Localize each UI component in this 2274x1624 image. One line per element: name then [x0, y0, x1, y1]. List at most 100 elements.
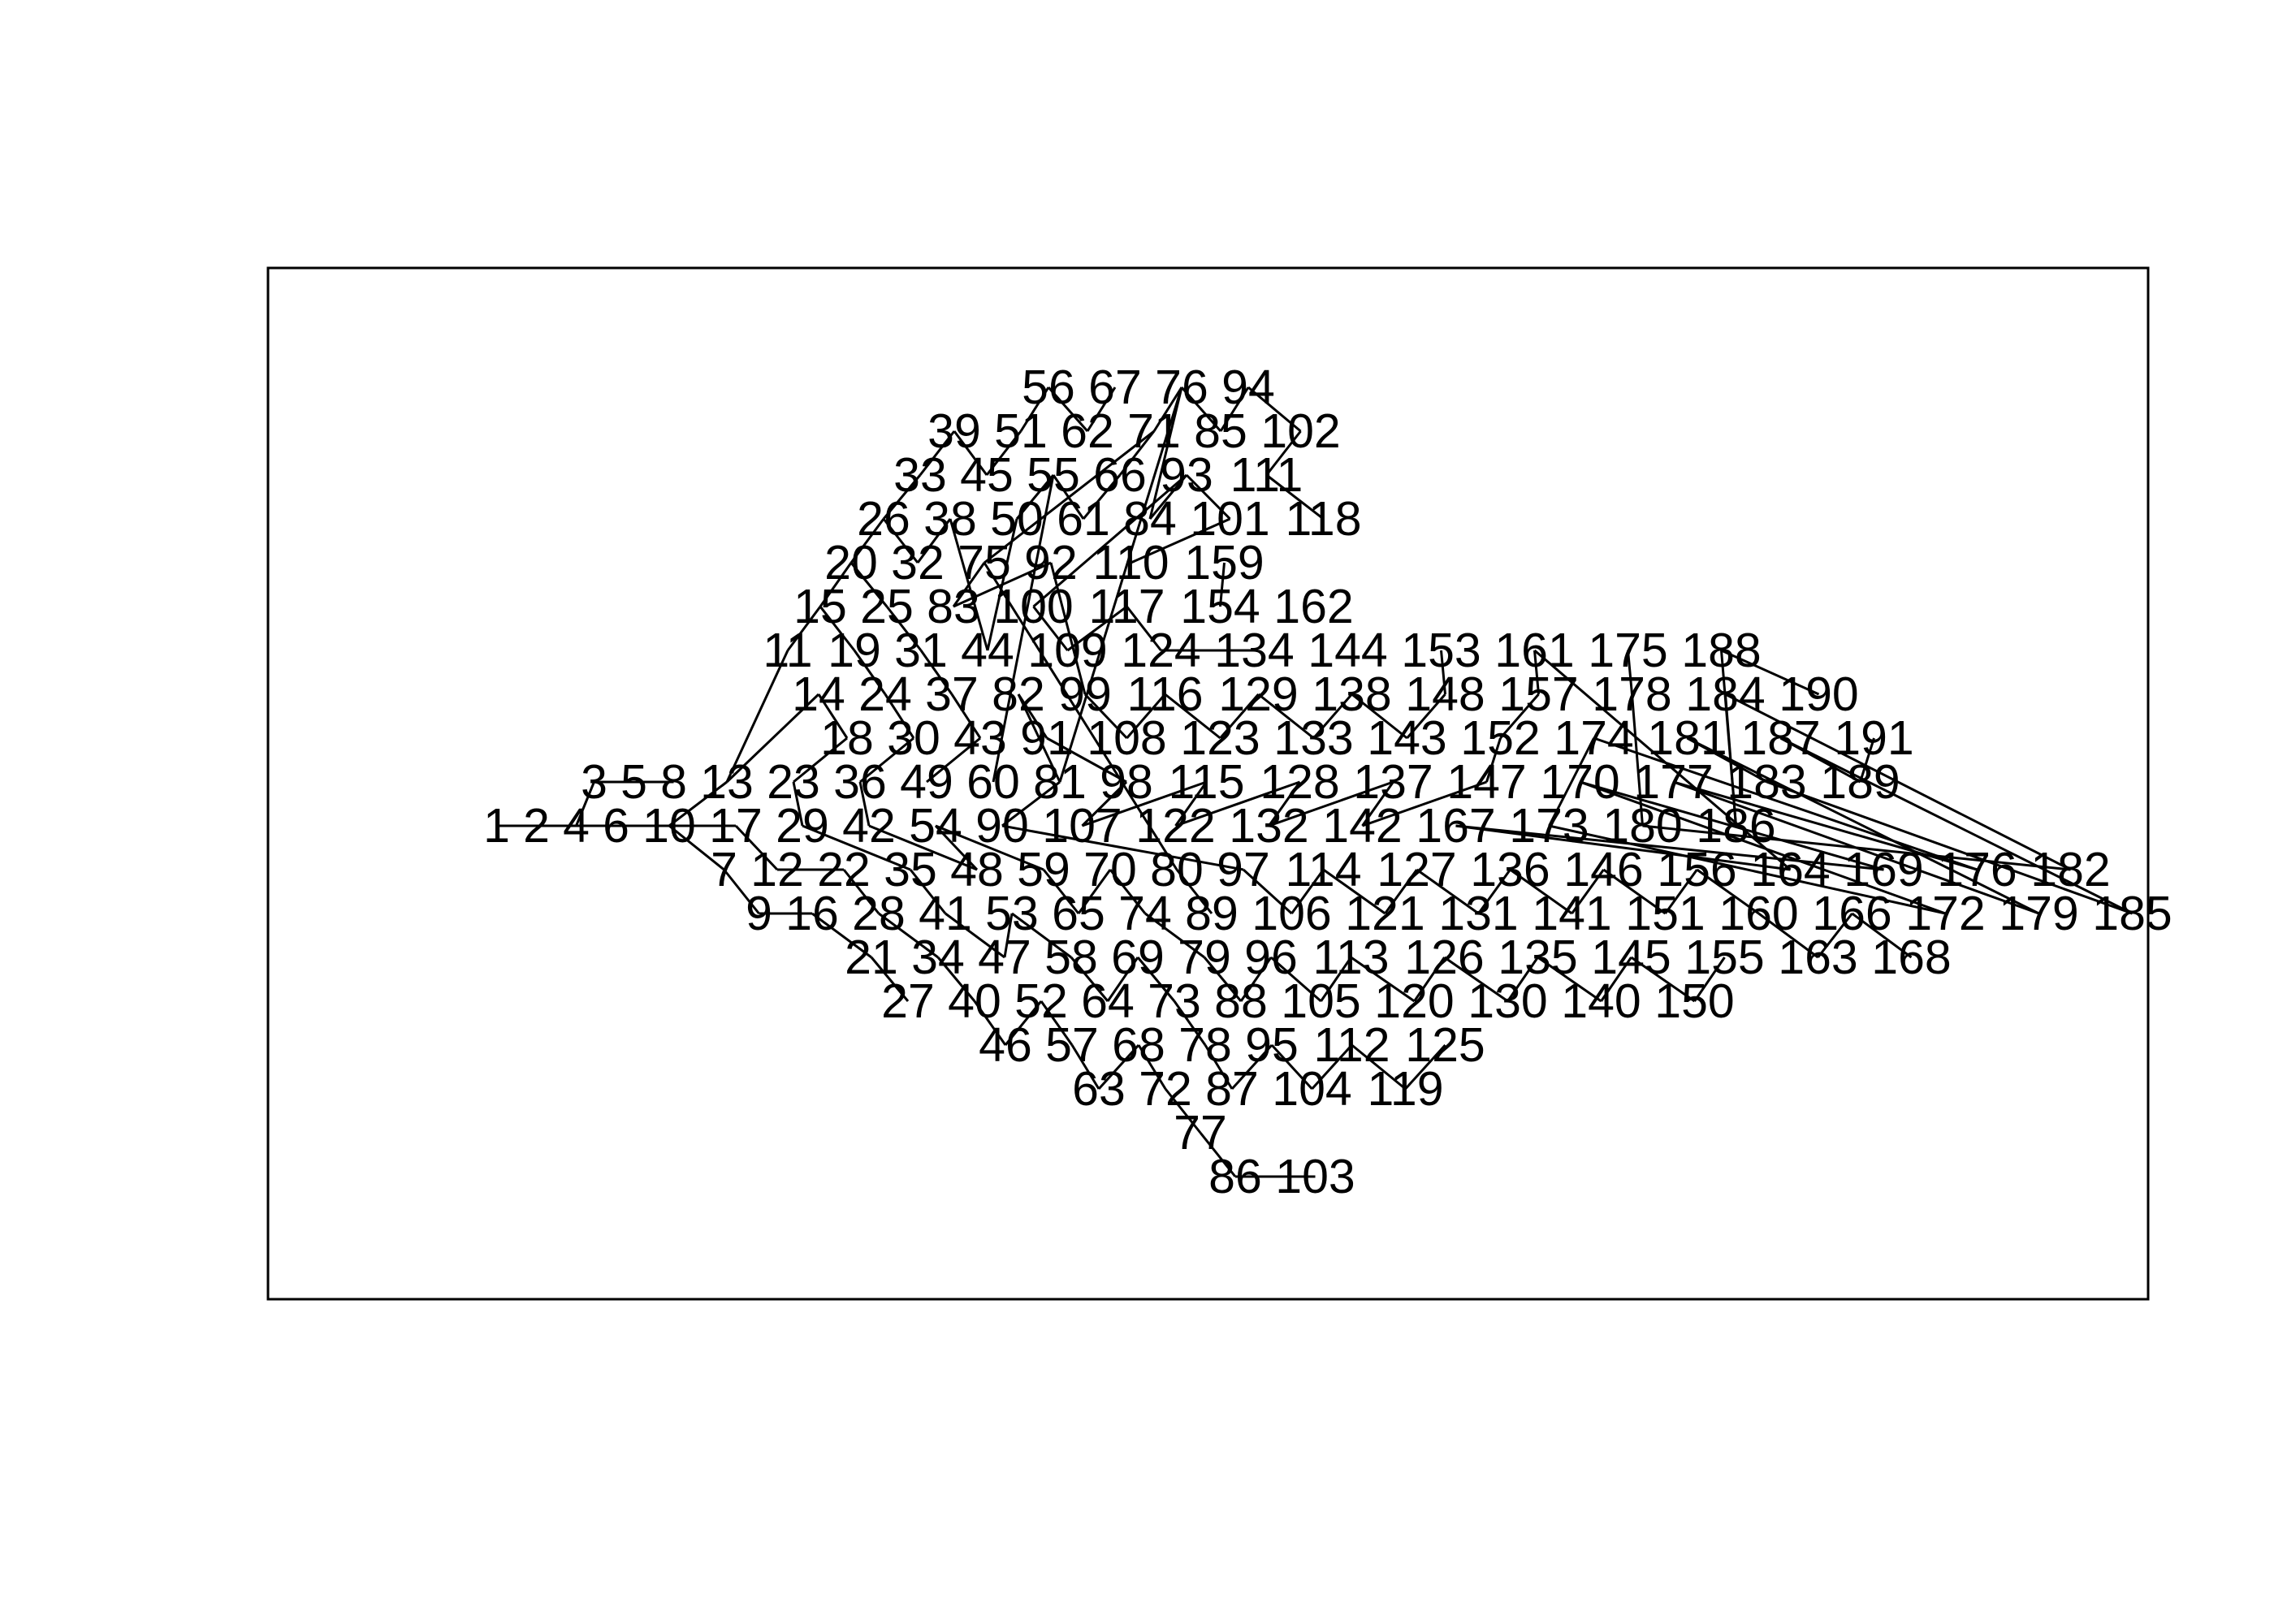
tree-edge [882, 474, 922, 520]
tree-edge [1440, 650, 1446, 695]
tree-edge [1443, 956, 1509, 1003]
node-label: 185 [2092, 887, 2172, 940]
node-label: 118 [1285, 492, 1361, 546]
node-label: 95 [1245, 1018, 1299, 1072]
node-label: 155 [1684, 931, 1764, 984]
node-label: 60 [966, 755, 1020, 809]
node-label: 154 [1180, 580, 1260, 633]
node-label: 3 [581, 755, 607, 809]
tree-edge [934, 824, 979, 871]
node-label: 30 [887, 711, 940, 765]
node-label: 90 [975, 799, 1029, 853]
node-label: 63 [1072, 1062, 1126, 1116]
tree-edge [1351, 693, 1408, 740]
tree-edge [1537, 956, 1602, 1003]
tree-edge [870, 957, 910, 1002]
tree-edge [668, 780, 728, 827]
node-label: 40 [948, 974, 1001, 1028]
node-label: 25 [860, 580, 914, 633]
node-label: 36 [833, 755, 887, 809]
node-label: 156 [1657, 843, 1736, 896]
tree-edge [1015, 474, 1055, 520]
node-label: 104 [1272, 1062, 1351, 1116]
tree-edge [811, 912, 872, 959]
tree-edge [1533, 649, 1792, 871]
tree-edge [884, 693, 915, 739]
node-label: 56 [1022, 361, 1075, 414]
tree-edge [1148, 474, 1188, 520]
tree-edge [1269, 780, 1394, 827]
node-label: 57 [1045, 1018, 1099, 1072]
tree-edge [1499, 693, 1540, 739]
node-label: 45 [960, 448, 1014, 502]
node-label: 140 [1561, 974, 1641, 1028]
node-label: 77 [1174, 1106, 1227, 1160]
node-label: 5 [620, 755, 647, 809]
node-label: 94 [1221, 361, 1275, 414]
tree-edge [1203, 957, 1243, 1002]
node-label: 144 [1308, 624, 1387, 677]
tree-edge [992, 474, 1055, 783]
tree-edge [984, 430, 1155, 564]
node-label: 84 [1123, 492, 1177, 546]
tree-edge [1148, 387, 1183, 520]
tree-edge [725, 650, 789, 783]
node-label: 28 [852, 887, 906, 940]
tree-edge [952, 562, 986, 607]
tree-edge [919, 650, 953, 695]
node-label: 134 [1214, 624, 1294, 677]
tree-edge [1164, 1088, 1202, 1134]
tree-edge [1265, 473, 1325, 520]
node-label: 186 [1696, 799, 1775, 853]
node-label: 131 [1438, 887, 1518, 940]
node-label: 152 [1460, 711, 1540, 765]
node-label: 52 [1014, 974, 1068, 1028]
tree-edge [1630, 956, 1696, 1003]
node-label: 15 [793, 580, 847, 633]
tree-edge [817, 693, 849, 739]
tree-edge [919, 430, 956, 476]
node-label: 157 [1498, 667, 1578, 721]
node-label: 92 [1024, 536, 1078, 590]
node-label: 58 [1044, 931, 1098, 984]
node-label: 71 [1127, 404, 1181, 458]
tree-edge [973, 1000, 1007, 1046]
node-label: 55 [1027, 448, 1080, 502]
node-label: 145 [1591, 931, 1671, 984]
node-label: 37 [925, 667, 979, 721]
node-label: 74 [1118, 887, 1172, 940]
tree-edge [1144, 912, 1205, 959]
tree-edge [1361, 781, 1394, 827]
tree-edge [858, 781, 871, 827]
tree-edge [885, 606, 923, 651]
tree-edge [792, 781, 804, 827]
node-label: 119 [1367, 1062, 1443, 1116]
tree-edge [868, 824, 978, 871]
tree-edge [1413, 957, 1446, 1002]
tree-edge [1174, 781, 1208, 827]
tree-edge [793, 736, 848, 784]
tree-edge [1199, 1132, 1237, 1177]
node-label: 73 [1148, 974, 1201, 1028]
node-label: 43 [953, 711, 1007, 765]
node-label: 2 [523, 799, 550, 853]
tree-edge [1642, 824, 2071, 871]
node-label: 32 [891, 536, 945, 590]
tree-edge [1185, 473, 1231, 520]
node-label: 54 [909, 799, 962, 853]
tree-edge [725, 693, 820, 784]
tree-edge [1724, 693, 2072, 871]
tree-edge [1664, 869, 1698, 914]
node-label: 126 [1404, 931, 1484, 984]
node-label: 16 [785, 887, 839, 940]
node-label: 99 [1058, 667, 1112, 721]
tree-edge [786, 606, 822, 651]
node-label: 61 [1057, 492, 1110, 546]
node-label: 141 [1532, 887, 1611, 940]
tree-edge [1720, 650, 1737, 827]
tree-edge [1686, 736, 2040, 915]
node-label: 176 [1937, 843, 2017, 896]
node-label: 110 [1092, 536, 1169, 590]
node-label: 181 [1647, 711, 1727, 765]
tree-edge [1011, 912, 1072, 959]
